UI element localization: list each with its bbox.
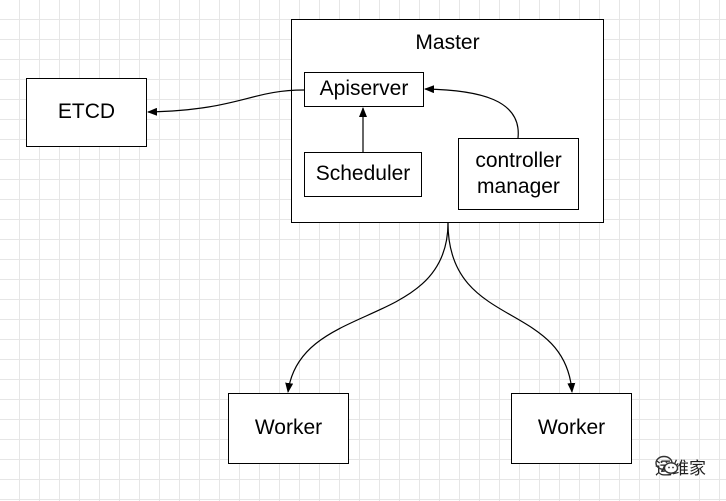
watermark: 运维家	[655, 454, 706, 479]
controller-manager-box: controller manager	[458, 138, 579, 210]
arrow-master-to-worker-right	[447, 222, 576, 393]
controller-manager-line1: controller	[475, 148, 562, 172]
wechat-icon	[655, 455, 679, 474]
etcd-box: ETCD	[26, 78, 147, 147]
apiserver-box: Apiserver	[304, 72, 424, 107]
apiserver-label: Apiserver	[319, 77, 409, 101]
etcd-label: ETCD	[57, 100, 116, 124]
worker-box-left: Worker	[228, 393, 349, 464]
arrow-apiserver-to-etcd	[147, 89, 305, 116]
scheduler-label: Scheduler	[315, 162, 411, 186]
arrow-controller-manager-to-apiserver	[424, 85, 519, 139]
arrow-master-to-worker-left	[285, 222, 449, 393]
controller-manager-line2: manager	[477, 175, 560, 198]
master-title: Master	[415, 31, 480, 54]
worker-box-right: Worker	[511, 393, 632, 464]
scheduler-box: Scheduler	[304, 152, 422, 197]
worker-label-left: Worker	[254, 416, 323, 440]
worker-label-right: Worker	[537, 416, 606, 440]
